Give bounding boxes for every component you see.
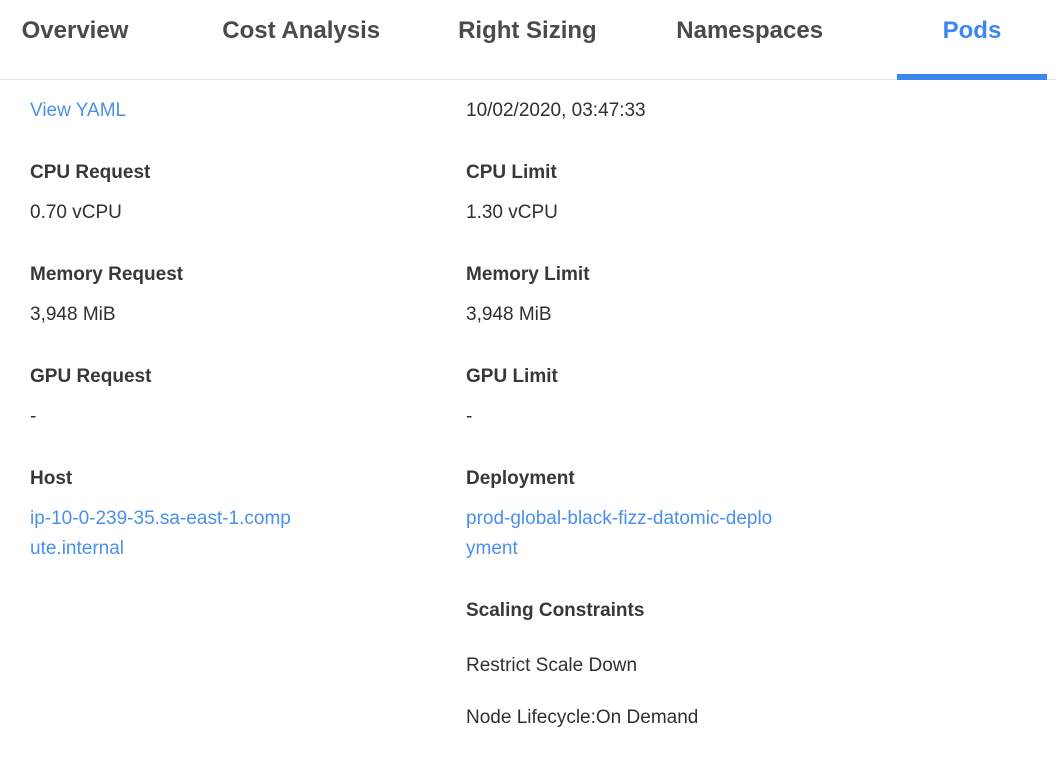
- field-gpu-limit: GPU Limit -: [466, 362, 1056, 432]
- host-label: Host: [30, 468, 73, 489]
- scaling-constraints-label: Scaling Constraints: [466, 600, 645, 621]
- memory-request-value: 3,948 MiB: [30, 304, 116, 325]
- cpu-limit-label: CPU Limit: [466, 162, 557, 183]
- tab-bar: Overview Cost Analysis Right Sizing Name…: [0, 0, 1056, 80]
- tab-pods-label: Pods: [942, 17, 1002, 44]
- tab-right-sizing-label: Right Sizing: [458, 17, 597, 44]
- memory-limit-label: Memory Limit: [466, 264, 590, 285]
- timestamp: 10/02/2020, 03:47:33: [466, 100, 646, 121]
- pod-detail-panel: View YAML CPU Request 0.70 vCPU Memory R…: [0, 80, 1056, 755]
- tab-right-sizing[interactable]: Right Sizing: [452, 0, 602, 80]
- tab-cost-analysis[interactable]: Cost Analysis: [222, 0, 380, 80]
- deployment-link[interactable]: prod-global-black-fizz-datomic-deploymen…: [466, 508, 773, 559]
- gpu-request-label: GPU Request: [30, 366, 152, 387]
- field-memory-limit: Memory Limit 3,948 MiB: [466, 260, 1056, 330]
- active-tab-underline: [896, 74, 1047, 80]
- field-host: Host ip-10-0-239-35.sa-east-1.compute.in…: [30, 464, 466, 564]
- tab-overview-label: Overview: [21, 17, 129, 44]
- tab-namespaces[interactable]: Namespaces: [675, 0, 825, 80]
- scaling-constraints-section: Scaling Constraints Restrict Scale Down …: [466, 596, 1056, 733]
- view-yaml-link[interactable]: View YAML: [30, 100, 127, 121]
- cpu-request-value: 0.70 vCPU: [30, 202, 122, 223]
- detail-right-column: 10/02/2020, 03:47:33 CPU Limit 1.30 vCPU…: [466, 96, 1056, 755]
- memory-limit-value: 3,948 MiB: [466, 304, 552, 325]
- field-cpu-limit: CPU Limit 1.30 vCPU: [466, 158, 1056, 228]
- cpu-request-label: CPU Request: [30, 162, 151, 183]
- tab-overview[interactable]: Overview: [0, 0, 150, 80]
- scaling-constraint-node-lifecycle: Node Lifecycle:On Demand: [466, 707, 699, 728]
- gpu-request-value: -: [30, 406, 37, 427]
- field-deployment: Deployment prod-global-black-fizz-datomi…: [466, 464, 1056, 564]
- field-memory-request: Memory Request 3,948 MiB: [30, 260, 466, 330]
- detail-left-column: View YAML CPU Request 0.70 vCPU Memory R…: [30, 96, 466, 755]
- tab-namespaces-label: Namespaces: [676, 17, 824, 44]
- scaling-constraint-restrict-scale-down: Restrict Scale Down: [466, 655, 638, 676]
- cpu-limit-value: 1.30 vCPU: [466, 202, 558, 223]
- memory-request-label: Memory Request: [30, 264, 184, 285]
- field-cpu-request: CPU Request 0.70 vCPU: [30, 158, 466, 228]
- deployment-label: Deployment: [466, 468, 575, 489]
- tab-pods[interactable]: Pods: [896, 0, 1047, 80]
- host-link[interactable]: ip-10-0-239-35.sa-east-1.compute.interna…: [30, 508, 291, 559]
- gpu-limit-value: -: [466, 406, 473, 427]
- tab-cost-analysis-label: Cost Analysis: [222, 17, 381, 44]
- field-gpu-request: GPU Request -: [30, 362, 466, 432]
- gpu-limit-label: GPU Limit: [466, 366, 558, 387]
